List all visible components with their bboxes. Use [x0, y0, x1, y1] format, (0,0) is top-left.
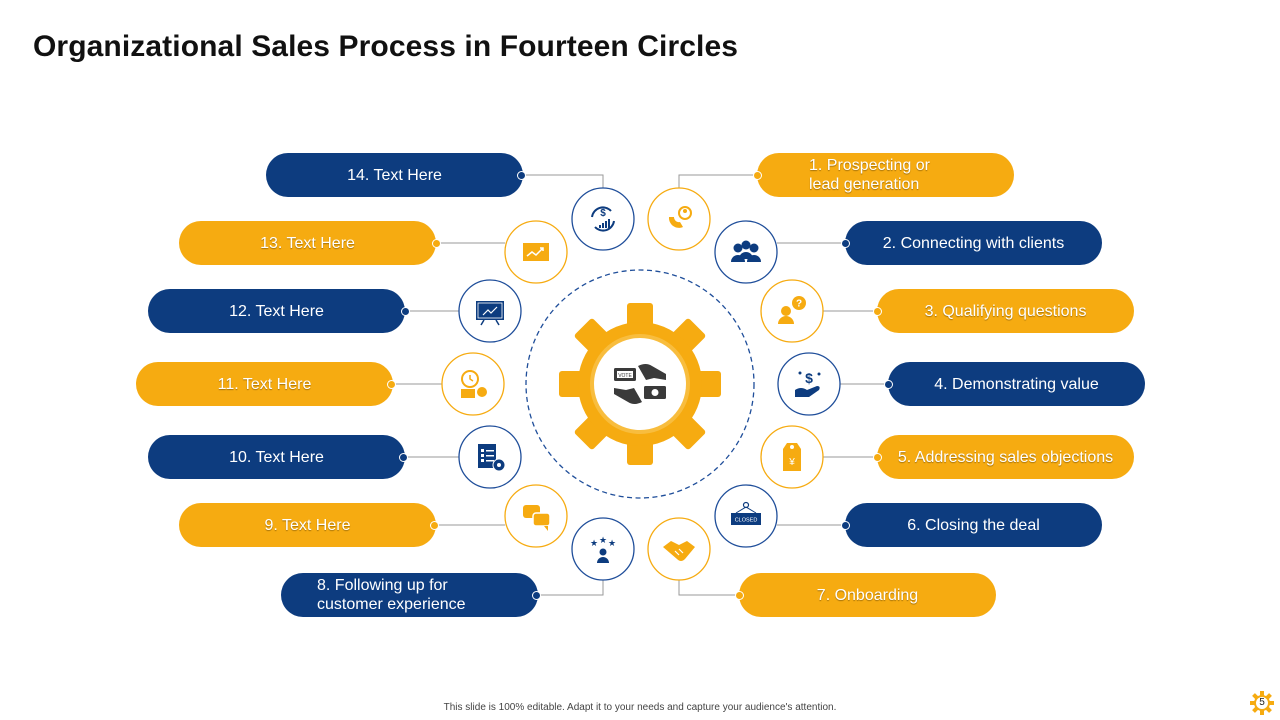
connector-dot	[531, 590, 541, 600]
connector-line	[521, 174, 604, 188]
step-11-label: 11. Text Here	[136, 362, 393, 406]
step-label-line: 11. Text Here	[217, 375, 312, 393]
step-5-icon-circle: ¥	[760, 425, 824, 489]
connector-dot	[840, 238, 850, 248]
step-14-label: 14. Text Here	[266, 153, 523, 197]
step-label-line: customer experience	[317, 596, 466, 613]
slide-title: Organizational Sales Process in Fourteen…	[33, 30, 739, 63]
connector-dot	[386, 379, 396, 389]
connector-dot	[516, 170, 526, 180]
step-label-line: 6. Closing the deal	[907, 516, 1040, 534]
connector-line	[536, 580, 604, 596]
connector-dot	[872, 306, 882, 316]
step-8-label: 8. Following up for customer experience	[281, 573, 538, 617]
svg-text:$: $	[805, 370, 813, 386]
step-10-icon-circle	[458, 425, 522, 489]
svg-text:★: ★	[590, 539, 598, 549]
step-12-label: 12. Text Here	[148, 289, 405, 333]
step-label-line: 13. Text Here	[260, 234, 355, 252]
step-label-line: 1. Prospecting or	[809, 157, 930, 174]
footer-note: This slide is 100% editable. Adapt it to…	[443, 702, 837, 713]
handshake-icon	[663, 541, 695, 561]
step-label-line: lead generation	[809, 176, 920, 193]
money-exchange-hands-icon: VOTE	[614, 364, 666, 404]
page-gear-icon	[1250, 691, 1274, 715]
connector-dot	[752, 170, 762, 180]
step-label-line: 4. Demonstrating value	[934, 375, 1099, 393]
step-label-line: 7. Onboarding	[816, 586, 919, 604]
step-label-line: 3. Qualifying questions	[924, 302, 1087, 320]
dollar-cycle-icon: $	[591, 206, 615, 232]
closed-sign-icon: CLOSED	[731, 501, 761, 525]
connector-lines	[391, 174, 888, 596]
connector-dot	[840, 520, 850, 530]
group-icon	[731, 240, 761, 262]
magnet-user-icon	[668, 206, 692, 228]
svg-text:★: ★	[599, 536, 607, 546]
connector-dot	[429, 520, 439, 530]
step-8-icon-circle: ★★★	[571, 517, 635, 581]
step-13-icon-circle	[504, 220, 568, 284]
step-13-label: 13. Text Here	[179, 221, 436, 265]
dashed-ring	[525, 269, 755, 499]
center-hub: VOTE	[525, 269, 755, 499]
step-7-icon-circle	[647, 517, 711, 581]
svg-text:★: ★	[608, 539, 616, 549]
chat-bubbles-icon	[523, 505, 551, 531]
step-2-label: 2. Connecting with clients	[845, 221, 1102, 265]
connector-dot	[400, 306, 410, 316]
star-rating-user-icon: ★★★	[590, 536, 616, 563]
step-label-line: 10. Text Here	[229, 448, 324, 466]
connector-dot	[734, 590, 744, 600]
step-label-line: 12. Text Here	[229, 302, 324, 320]
step-14-icon-circle: $	[571, 187, 635, 251]
connector-dot	[398, 452, 408, 462]
step-label-line: 5. Addressing sales objections	[897, 448, 1114, 466]
step-9-icon-circle	[504, 484, 568, 548]
gear-icon	[559, 303, 721, 465]
step-12-icon-circle	[458, 279, 522, 343]
connector-line	[678, 174, 757, 188]
step-11-icon-circle	[441, 352, 505, 416]
step-3-icon-circle: ?	[760, 279, 824, 343]
step-label-line: 9. Text Here	[264, 516, 351, 534]
step-label-line: 2. Connecting with clients	[882, 234, 1065, 252]
step-10-label: 10. Text Here	[148, 435, 405, 479]
step-9-label: 9. Text Here	[179, 503, 436, 547]
step-1-icon-circle	[647, 187, 711, 251]
step-5-label: 5. Addressing sales objections	[877, 435, 1134, 479]
clock-money-icon	[461, 370, 487, 398]
step-4-label: 4. Demonstrating value	[888, 362, 1145, 406]
step-7-label: 7. Onboarding	[739, 573, 996, 617]
step-4-icon-circle: $	[777, 352, 841, 416]
growth-chart-icon	[523, 243, 549, 261]
svg-text:VOTE: VOTE	[618, 373, 632, 379]
step-6-label: 6. Closing the deal	[845, 503, 1102, 547]
step-6-icon-circle: CLOSED	[714, 484, 778, 548]
connector-dot	[872, 452, 882, 462]
connector-dot	[431, 238, 441, 248]
svg-text:?: ?	[796, 299, 802, 310]
step-label-line: 8. Following up for	[317, 577, 448, 594]
presentation-board-icon	[476, 301, 504, 326]
user-question-icon: ?	[778, 296, 806, 324]
svg-text:¥: ¥	[788, 457, 795, 468]
price-tag-icon: ¥	[783, 443, 801, 471]
hand-dollar-icon: $	[795, 370, 821, 397]
page-number: 5	[1259, 697, 1265, 708]
checklist-gear-icon	[478, 444, 506, 472]
svg-text:$: $	[600, 208, 606, 219]
connector-dot	[883, 379, 893, 389]
step-3-label: 3. Qualifying questions	[877, 289, 1134, 333]
connector-line	[678, 580, 739, 596]
svg-text:CLOSED: CLOSED	[735, 518, 758, 524]
step-2-icon-circle	[714, 220, 778, 284]
step-label-line: 14. Text Here	[347, 166, 442, 184]
step-1-label: 1. Prospecting or lead generation	[757, 153, 1014, 197]
